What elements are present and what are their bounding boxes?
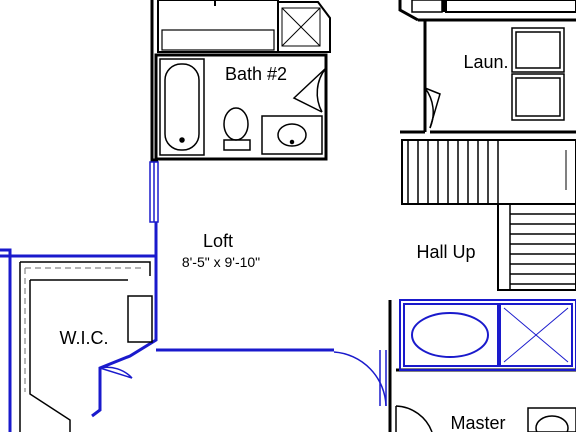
master-tub-corner — [527, 407, 576, 432]
laundry-top-shelf — [445, 0, 576, 13]
dryer — [511, 73, 565, 121]
wic-door — [99, 366, 133, 379]
wic-inner-outline — [19, 261, 153, 432]
room-label-bath2: Bath #2 — [225, 64, 287, 84]
laundry-walls — [398, 0, 576, 134]
bath2-sink — [261, 115, 323, 155]
bath2-walls — [150, 0, 328, 162]
washer — [511, 27, 565, 73]
master-door-lower — [395, 405, 433, 432]
wic-shelf-dashed — [24, 267, 145, 392]
loft-window — [149, 161, 159, 223]
room-label-wic: W.I.C. — [60, 328, 109, 348]
room-label-master: Master — [450, 413, 505, 432]
laundry-cabinet — [411, 0, 443, 13]
stairs — [401, 139, 576, 291]
room-dimensions-loft: 8'-5" x 9'-10" — [182, 254, 260, 270]
room-label-loft: Loft — [203, 231, 233, 251]
shower-stall-upper — [277, 1, 331, 53]
laundry-door — [424, 87, 441, 129]
master-bath-highlight — [399, 299, 576, 371]
bath2-door — [292, 67, 327, 113]
toilet — [223, 107, 251, 151]
room-label-hall-up: Hall Up — [416, 242, 475, 262]
master-door — [333, 350, 387, 407]
room-label-laundry: Laun. — [463, 52, 508, 72]
wic-walls — [0, 248, 158, 432]
bathtub — [159, 58, 205, 156]
